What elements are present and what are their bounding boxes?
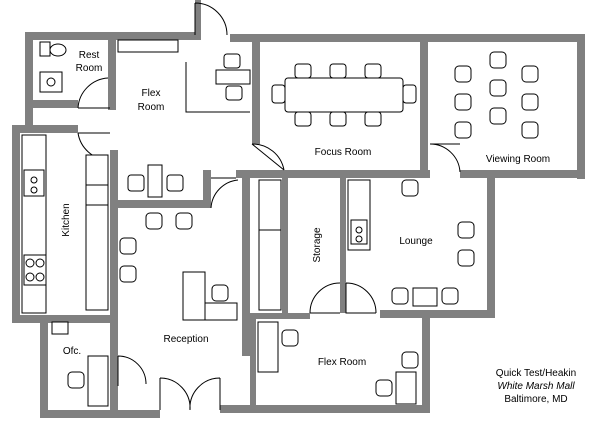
caption-line-1: Quick Test/Heakin [496, 368, 576, 379]
focus-chairs [271, 63, 417, 127]
flex-room-top-label-1: Flex [142, 88, 161, 99]
kitchen-label: Kitchen [61, 203, 72, 236]
reception-furniture [119, 179, 282, 321]
flex-room-top-furniture [117, 39, 251, 198]
viewing-room-label: Viewing Room [486, 154, 550, 165]
lounge-label: Lounge [399, 236, 433, 247]
viewing-chairs [454, 51, 539, 139]
flex-room-bottom-label: Flex Room [318, 357, 366, 368]
flex-room-top-label-2: Room [138, 102, 165, 113]
office-furniture [51, 321, 109, 407]
caption-line-3: Baltimore, MD [504, 394, 567, 405]
flex-room-bottom-furniture [257, 321, 419, 405]
walls [12, 0, 585, 418]
caption-line-2: White Marsh Mall [497, 381, 575, 392]
rest-room-fixtures [39, 41, 67, 93]
rest-room-label-2: Room [76, 63, 103, 74]
reception-label: Reception [163, 334, 208, 345]
doors [77, 2, 461, 411]
focus-room-label: Focus Room [315, 147, 372, 158]
lounge-furniture [347, 179, 475, 307]
kitchen-fixtures [21, 134, 109, 314]
ofc-label: Ofc. [63, 346, 81, 357]
rest-room-label-1: Rest [79, 50, 100, 61]
conference-table [284, 77, 404, 113]
storage-label: Storage [312, 227, 323, 262]
